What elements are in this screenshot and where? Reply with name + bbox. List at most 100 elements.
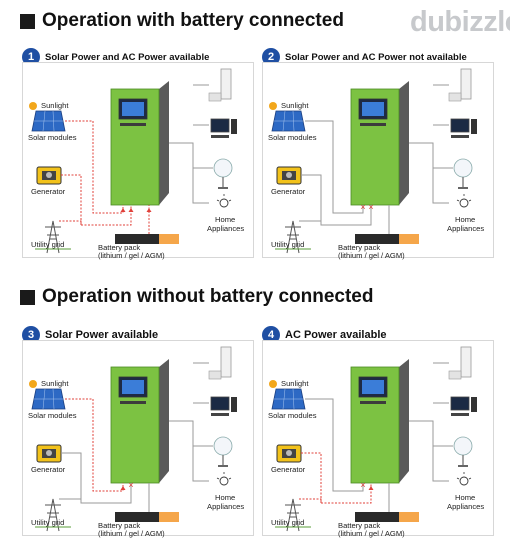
diagram-svg: ×× (271, 68, 477, 254)
panel-header: 3 Solar Power available (22, 326, 158, 344)
diagram-svg: × (31, 346, 237, 532)
sun-icon (29, 380, 37, 388)
home-label: Home (455, 215, 476, 224)
solar-panel-icon (31, 110, 66, 132)
grid-connection-line (299, 220, 322, 225)
scenario-number-badge: 4 (262, 326, 280, 344)
battery-pack-icon (355, 512, 419, 522)
battery-pack-label: Battery pack (338, 243, 381, 252)
sunlight-label: Sunlight (41, 101, 69, 110)
panel-header: 2 Solar Power and AC Power not available (262, 48, 467, 66)
generator-label: Generator (31, 465, 66, 474)
battery-pack-icon (115, 234, 179, 244)
flow-arrow-icon (146, 208, 152, 212)
home-label: Home (455, 493, 476, 502)
diagram-box: × Sunlight Solar modules Generator Utili… (262, 340, 494, 538)
battery-type-label: (lithium / gel / AGM) (338, 251, 405, 260)
appliances-label: Appliances (447, 502, 485, 511)
home-label: Home (215, 493, 236, 502)
output-trunk-line (169, 142, 209, 204)
section-title-with-battery: Operation with battery connected (20, 10, 344, 32)
utility-pylon-icon (275, 498, 311, 532)
utility-pylon-icon (35, 220, 71, 254)
output-trunk-line (169, 420, 209, 482)
utility-grid-label: Utility grid (31, 240, 65, 249)
scenario-number-badge: 3 (22, 326, 40, 344)
diagram-box: Sunlight Solar modules Generator Utility… (22, 62, 254, 260)
air-conditioner-icon (448, 68, 472, 102)
appliances-label: Appliances (447, 224, 485, 233)
solar-panel-icon (271, 388, 306, 410)
scenario-panel-3: 3 Solar Power available (22, 326, 254, 538)
utility-pylon-icon (275, 220, 311, 254)
generator-label: Generator (271, 465, 306, 474)
light-bulb-icon (456, 472, 472, 486)
solar-modules-label: Solar modules (268, 411, 317, 420)
computer-icon (450, 118, 477, 138)
scenario-number-badge: 2 (262, 48, 280, 66)
fan-icon (453, 436, 473, 467)
battery-pack-label: Battery pack (98, 521, 141, 530)
diagram-svg (31, 68, 237, 254)
inverter-unit-icon (110, 359, 169, 484)
computer-icon (450, 396, 477, 416)
light-bulb-icon (456, 194, 472, 208)
inverter-unit-icon (350, 359, 409, 484)
blocked-x-icon: × (360, 480, 365, 490)
battery-pack-label: Battery pack (98, 243, 141, 252)
generator-icon (36, 166, 62, 185)
battery-type-label: (lithium / gel / AGM) (338, 529, 405, 538)
blocked-x-icon: × (368, 202, 373, 212)
blocked-x-icon: × (360, 202, 365, 212)
sun-icon (269, 102, 277, 110)
flow-arrow-icon (120, 208, 126, 212)
title-square-icon (20, 289, 35, 305)
light-bulb-icon (216, 194, 232, 208)
battery-pack-icon (115, 512, 179, 522)
solar-connection-line (305, 120, 364, 214)
flow-arrow-icon (128, 208, 134, 212)
solar-modules-label: Solar modules (28, 411, 77, 420)
air-conditioner-icon (448, 346, 472, 380)
computer-icon (210, 118, 237, 138)
solar-connection-line (65, 120, 124, 214)
air-conditioner-icon (208, 346, 232, 380)
inverter-unit-icon (350, 81, 409, 206)
air-conditioner-icon (208, 68, 232, 102)
solar-connection-line (305, 398, 364, 492)
home-label: Home (215, 215, 236, 224)
computer-icon (210, 396, 237, 416)
flow-arrow-icon (120, 486, 126, 490)
generator-label: Generator (271, 187, 306, 196)
sunlight-label: Sunlight (281, 379, 309, 388)
output-trunk-line (409, 420, 449, 482)
section-title-without-battery: Operation without battery connected (20, 286, 373, 308)
scenario-panel-4: 4 AC Power available (262, 326, 494, 538)
generator-icon (276, 166, 302, 185)
fan-icon (213, 436, 233, 467)
generator-label: Generator (31, 187, 66, 196)
generator-icon (276, 444, 302, 463)
battery-type-label: (lithium / gel / AGM) (98, 251, 165, 260)
scenario-number-badge: 1 (22, 48, 40, 66)
solar-modules-label: Solar modules (28, 133, 77, 142)
battery-pack-icon (355, 234, 419, 244)
utility-pylon-icon (35, 498, 71, 532)
scenario-label: Solar Power and AC Power not available (285, 51, 467, 63)
section-title-text: Operation without battery connected (42, 286, 374, 307)
section-title-text: Operation with battery connected (42, 10, 344, 31)
light-bulb-icon (216, 472, 232, 486)
solar-connection-line (65, 398, 124, 492)
sunlight-label: Sunlight (281, 101, 309, 110)
solar-panel-icon (271, 110, 306, 132)
fan-icon (453, 158, 473, 189)
sunlight-label: Sunlight (41, 379, 69, 388)
solar-panel-icon (31, 388, 66, 410)
solar-modules-label: Solar modules (268, 133, 317, 142)
generator-icon (36, 444, 62, 463)
output-trunk-line (409, 142, 449, 204)
diagram-box: × Sunlight Solar modules Generator Utili… (22, 340, 254, 538)
scenario-label: Solar Power and AC Power available (45, 51, 210, 63)
scenario-panel-1: 1 Solar Power and AC Power available (22, 48, 254, 260)
battery-type-label: (lithium / gel / AGM) (98, 529, 165, 538)
